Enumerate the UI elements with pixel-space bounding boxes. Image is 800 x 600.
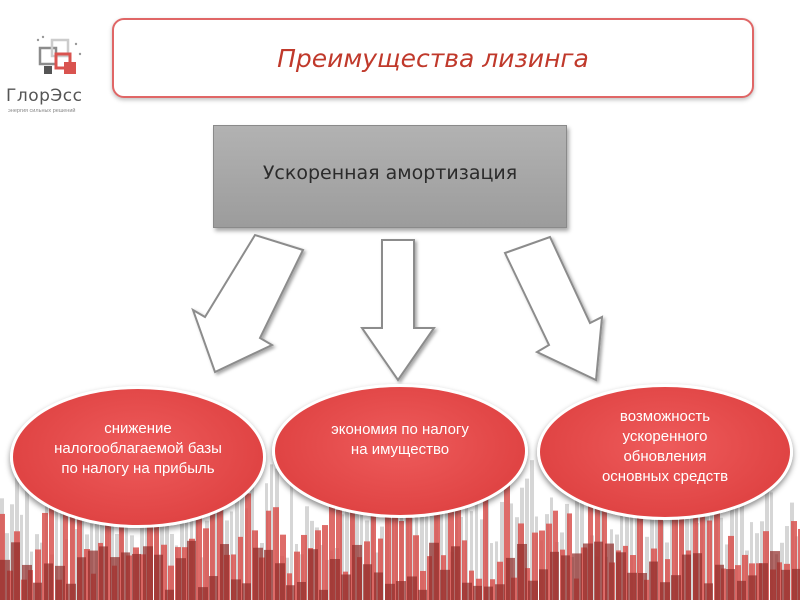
arrow-down-left-icon bbox=[193, 235, 303, 372]
benefit-label: снижение налогооблагаемой базы по налогу… bbox=[53, 419, 223, 479]
benefit-label: возможность ускоренного обновления основ… bbox=[590, 407, 740, 487]
benefit-label: экономия по налогу на имущество bbox=[325, 420, 475, 460]
benefit-oval-asset-renewal: возможность ускоренного обновления основ… bbox=[537, 384, 793, 520]
arrow-down-right-icon bbox=[505, 237, 602, 380]
benefit-oval-property-tax: экономия по налогу на имущество bbox=[272, 384, 528, 518]
benefit-oval-tax-base: снижение налогооблагаемой базы по налогу… bbox=[10, 386, 266, 528]
arrow-down-icon bbox=[362, 240, 434, 380]
